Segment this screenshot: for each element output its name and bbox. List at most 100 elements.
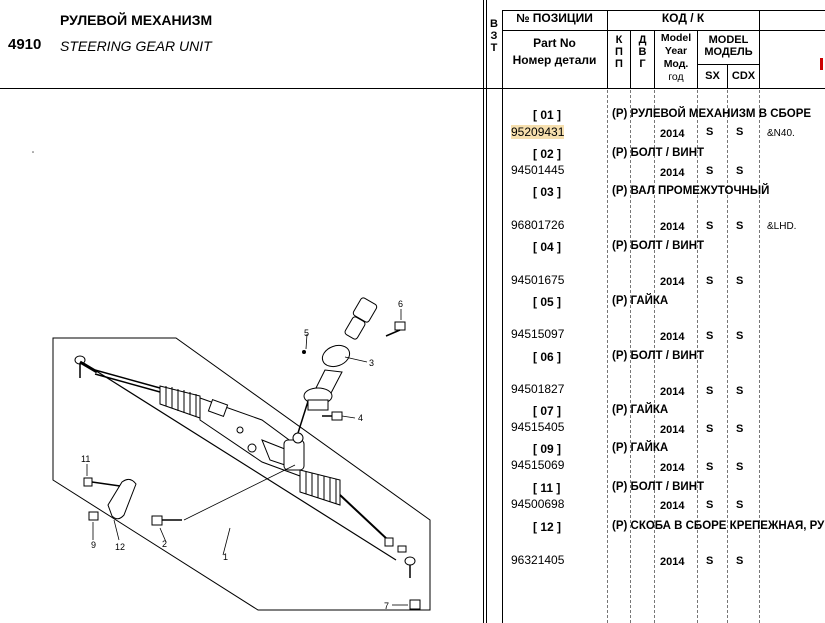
row-sx: S	[706, 385, 714, 397]
col-cdx-border	[759, 10, 760, 88]
title-en: STEERING GEAR UNIT	[60, 38, 212, 54]
dvg-letter-1: Д	[638, 34, 647, 46]
row-description: (Р) БОЛТ / ВИНТ	[612, 240, 705, 252]
row-description: (Р) ГАЙКА	[612, 295, 669, 307]
row-position: [ 03 ]	[533, 185, 562, 199]
row-position: [ 01 ]	[533, 108, 562, 122]
table-border-left-inner	[486, 0, 487, 623]
model-label-ru: МОДЕЛЬ	[704, 46, 753, 58]
row-description: (Р) ВАЛ ПРОМЕЖУТОЧНЫЙ	[612, 185, 770, 197]
guide-cdx	[759, 90, 760, 623]
row-description: (Р) БОЛТ / ВИНТ	[612, 147, 705, 159]
row-description: (Р) ГАЙКА	[612, 442, 669, 454]
col-sx-border	[727, 64, 728, 88]
bolt-2-icon	[151, 515, 182, 526]
row-part-number[interactable]: 94501675	[511, 273, 565, 287]
callout-6: 6	[398, 299, 403, 309]
left-tie-rod-end	[74, 355, 98, 378]
row-part-number[interactable]: 95209431	[511, 125, 565, 139]
row-part-number[interactable]: 94501445	[511, 163, 565, 177]
row-sx: S	[706, 275, 714, 287]
row-description: (Р) РУЛЕВОЙ МЕХАНИЗМ В СБОРЕ	[612, 108, 812, 120]
col-kpp-border	[630, 30, 631, 88]
kpp-letter-1: К	[615, 34, 623, 46]
callout-7: 7	[384, 601, 389, 611]
model-year-line-2: Year	[664, 45, 688, 57]
row-part-number[interactable]: 94501827	[511, 382, 565, 396]
nut-9-icon	[88, 511, 99, 521]
vzt-header: В З Т	[487, 18, 501, 54]
callout-4: 4	[358, 413, 363, 423]
part-no-header-ru: Номер детали	[512, 53, 597, 67]
row-cdx: S	[736, 385, 744, 397]
edge-marker	[820, 58, 823, 70]
row-year: 2014	[660, 556, 685, 568]
clamp-12-icon	[107, 478, 137, 520]
row-cdx: S	[736, 165, 744, 177]
vzt-letter-1: В	[490, 18, 498, 30]
row-year: 2014	[660, 167, 685, 179]
callout-12: 12	[115, 542, 125, 552]
dvg-header: Д В Г	[631, 34, 654, 70]
row-cdx: S	[736, 220, 744, 232]
col-vzt-border	[502, 10, 503, 623]
model-label: MODEL	[708, 34, 749, 46]
row-sx: S	[706, 165, 714, 177]
header-row-divider-right	[759, 30, 825, 31]
pinion-housing	[283, 394, 311, 471]
model-header: MODEL МОДЕЛЬ	[698, 34, 759, 58]
row-year: 2014	[660, 331, 685, 343]
nut-5-icon	[302, 350, 306, 354]
row-part-number[interactable]: 96321405	[511, 553, 565, 567]
callout-11: 11	[81, 454, 90, 464]
row-sx: S	[706, 555, 714, 567]
guide-kpp	[630, 90, 631, 623]
bolt-4-icon	[322, 411, 343, 421]
part-no-header-en: Part No	[533, 36, 576, 50]
rack-housing	[199, 397, 301, 477]
row-position: [ 07 ]	[533, 404, 562, 418]
model-year-header: Model Year Мод. год	[655, 32, 697, 84]
row-position: [ 06 ]	[533, 350, 562, 364]
row-cdx: S	[736, 275, 744, 287]
kpp-letter-3: П	[615, 58, 623, 70]
guide-partno	[607, 90, 608, 623]
row-part-number[interactable]: 94515097	[511, 327, 565, 341]
row-part-number[interactable]: 94500698	[511, 497, 565, 511]
model-subheader-divider	[697, 64, 759, 65]
model-year-line-3: Мод.	[663, 58, 689, 70]
callout-9: 9	[91, 540, 96, 550]
row-part-number[interactable]: 94515069	[511, 458, 565, 472]
code-header: КОД / К	[661, 11, 705, 25]
row-part-number[interactable]: 94515405	[511, 420, 565, 434]
guide-year	[697, 90, 698, 623]
row-sx: S	[706, 499, 714, 511]
bolt-6-icon	[385, 321, 406, 337]
row-cdx: S	[736, 423, 744, 435]
kpp-letter-2: П	[615, 46, 623, 58]
row-part-number[interactable]: 96801726	[511, 218, 565, 232]
row-sx: S	[706, 423, 714, 435]
assembly-frame	[52, 337, 431, 611]
callout-5: 5	[304, 328, 309, 338]
left-boot	[159, 385, 201, 419]
col-partno-border	[607, 10, 608, 88]
callout-3: 3	[369, 358, 374, 368]
row-year: 2014	[660, 424, 685, 436]
table-border-left	[483, 0, 484, 623]
steering-gear-diagram: 1 2 3 4 5 6 7 9 11 12	[32, 151, 431, 611]
row-sx: S	[706, 461, 714, 473]
row-position: [ 11 ]	[533, 481, 561, 495]
position-header: № ПОЗИЦИИ	[516, 11, 593, 25]
row-year: 2014	[660, 462, 685, 474]
row-sx: S	[706, 126, 714, 138]
table-header-bottom	[486, 88, 825, 89]
row-year: 2014	[660, 276, 685, 288]
row-position: [ 05 ]	[533, 295, 562, 309]
dvg-letter-2: В	[638, 46, 647, 58]
kpp-header: К П П	[608, 34, 630, 70]
row-year: 2014	[660, 221, 685, 233]
callout-2: 2	[162, 539, 167, 549]
sx-header: SX	[705, 70, 720, 82]
row-year: 2014	[660, 128, 685, 140]
